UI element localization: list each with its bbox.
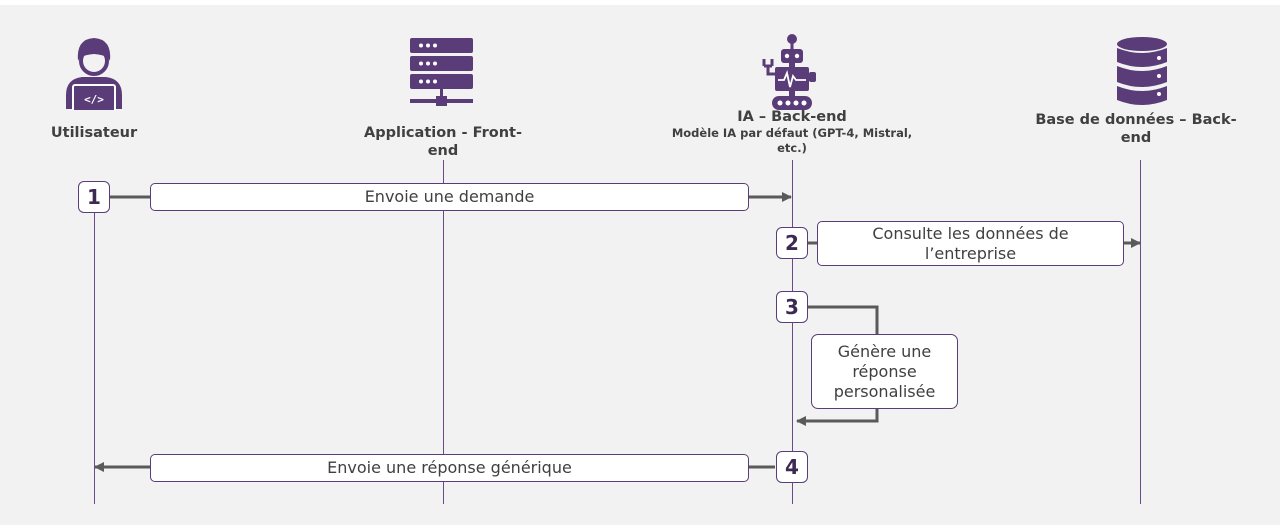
actor-ai-label: IA – Back-end [737,109,847,125]
lifeline-database [1140,160,1141,504]
sequence-diagram: </> Utilisateur Ap [0,5,1280,525]
actor-database-label: Base de données – Back-end [1035,112,1237,146]
message-step-2: Consulte les données de l’entreprise [817,221,1124,266]
robot-icon [762,34,816,110]
server-icon [410,38,473,106]
message-step-1: Envoie une demande [150,183,749,211]
step-number-2: 2 [776,227,808,259]
actor-ai: IA – Back-end Modèle IA par défaut (GPT-… [662,108,922,156]
developer-user-icon: </> [66,38,122,110]
arrow-step-3-loop [808,305,879,334]
svg-text:</>: </> [84,93,104,106]
lifeline-frontend [443,160,444,504]
database-icon [1117,37,1167,105]
actor-ai-sublabel: Modèle IA par défaut (GPT-4, Mistral, et… [671,126,913,155]
step-number-1: 1 [78,181,110,213]
step-number-3: 3 [776,291,808,323]
lifeline-user [94,212,95,504]
arrow-step-3-return [796,408,879,426]
message-step-4: Envoie une réponse générique [150,454,749,482]
step-number-4: 4 [776,451,808,483]
actor-frontend-label: Application - Front-end [364,125,522,159]
connectors [94,192,1141,472]
lifeline-ai [792,160,793,504]
actor-user-label: Utilisateur [50,125,138,141]
message-step-3: Génère une réponse personalisée [811,334,958,409]
